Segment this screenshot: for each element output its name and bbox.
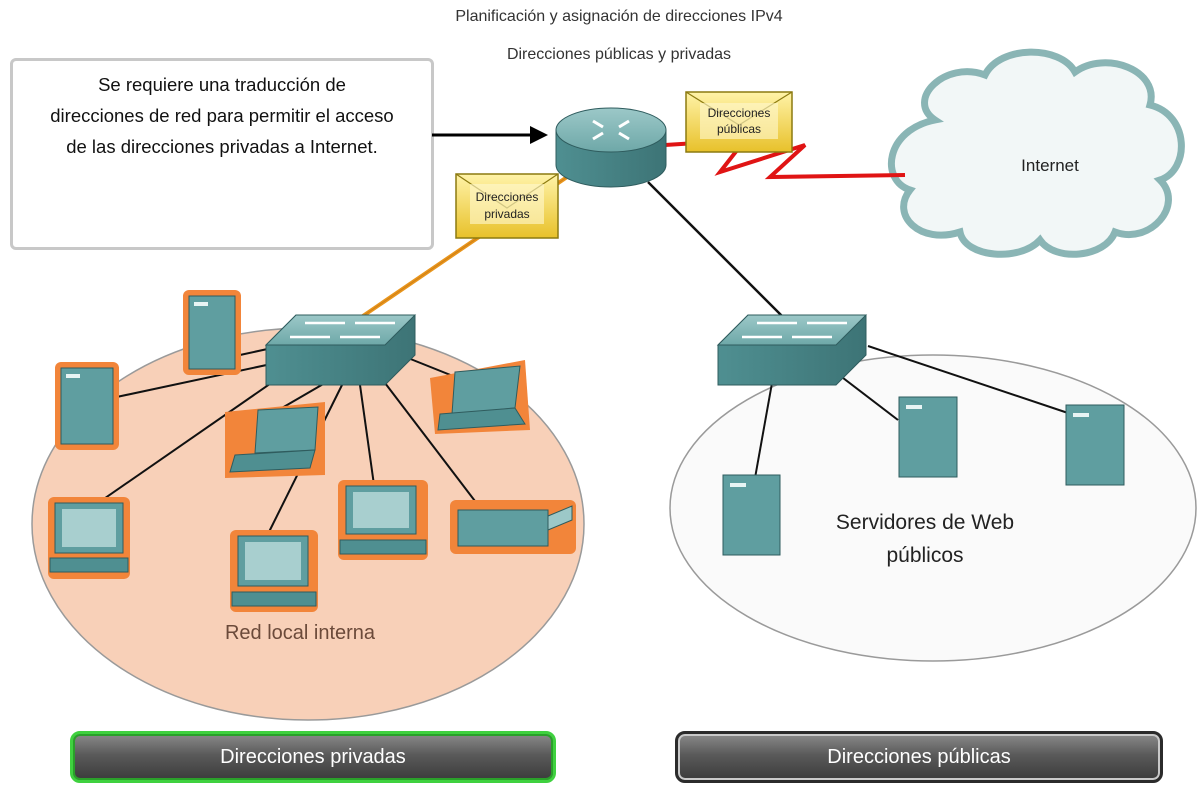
- public-addresses-button[interactable]: Direcciones públicas: [675, 731, 1163, 783]
- public-servers-label: Servidores de Web públicos: [795, 506, 1055, 572]
- public-server-1-icon: [722, 474, 781, 556]
- private-server-tower-1-icon: [183, 290, 241, 375]
- private-server-tower-2-icon: [55, 362, 119, 450]
- link-router-public-switch: [647, 181, 785, 319]
- public-server-3-icon: [1065, 404, 1125, 486]
- public-servers-label-line-1: Servidores de Web: [835, 511, 1015, 534]
- public-switch-icon: [716, 314, 868, 386]
- callout-arrow-icon: [432, 126, 548, 144]
- private-laptop-2-icon: [225, 402, 325, 478]
- callout-line-2: direcciones de red para permitir el acce…: [50, 105, 394, 126]
- private-pc-2-icon: [230, 530, 318, 612]
- envelope-public-line-1: Direcciones: [708, 106, 771, 120]
- envelope-private-line-1: Direcciones: [476, 190, 539, 204]
- private-network-label: Red local interna: [224, 622, 376, 644]
- private-laptop-1-icon: [430, 360, 530, 434]
- diagram-title: Planificación y asignación de direccione…: [455, 8, 783, 25]
- private-switch-icon: [264, 314, 417, 386]
- public-servers-label-line-2: públicos: [886, 544, 964, 567]
- envelope-private-addresses: [455, 173, 559, 239]
- private-pc-3-icon: [338, 480, 428, 560]
- callout-line-3: de las direcciones privadas a Internet.: [66, 136, 378, 157]
- private-pc-1-icon: [48, 497, 130, 579]
- private-printer-icon: [450, 500, 576, 554]
- envelope-public-addresses: [685, 91, 793, 153]
- info-callout-box: Se requiere una traducción de direccione…: [10, 58, 434, 250]
- internet-label: Internet: [1021, 156, 1079, 175]
- envelope-private-line-2: privadas: [484, 207, 529, 221]
- router-icon: [555, 107, 667, 188]
- diagram-subtitle: Direcciones públicas y privadas: [506, 46, 732, 63]
- envelope-public-line-2: públicas: [717, 122, 761, 136]
- private-addresses-button[interactable]: Direcciones privadas: [70, 731, 556, 783]
- public-servers-area: [669, 354, 1197, 662]
- internet-cloud-icon: [887, 48, 1185, 258]
- public-server-2-icon: [898, 396, 958, 478]
- callout-line-1: Se requiere una traducción de: [98, 74, 346, 95]
